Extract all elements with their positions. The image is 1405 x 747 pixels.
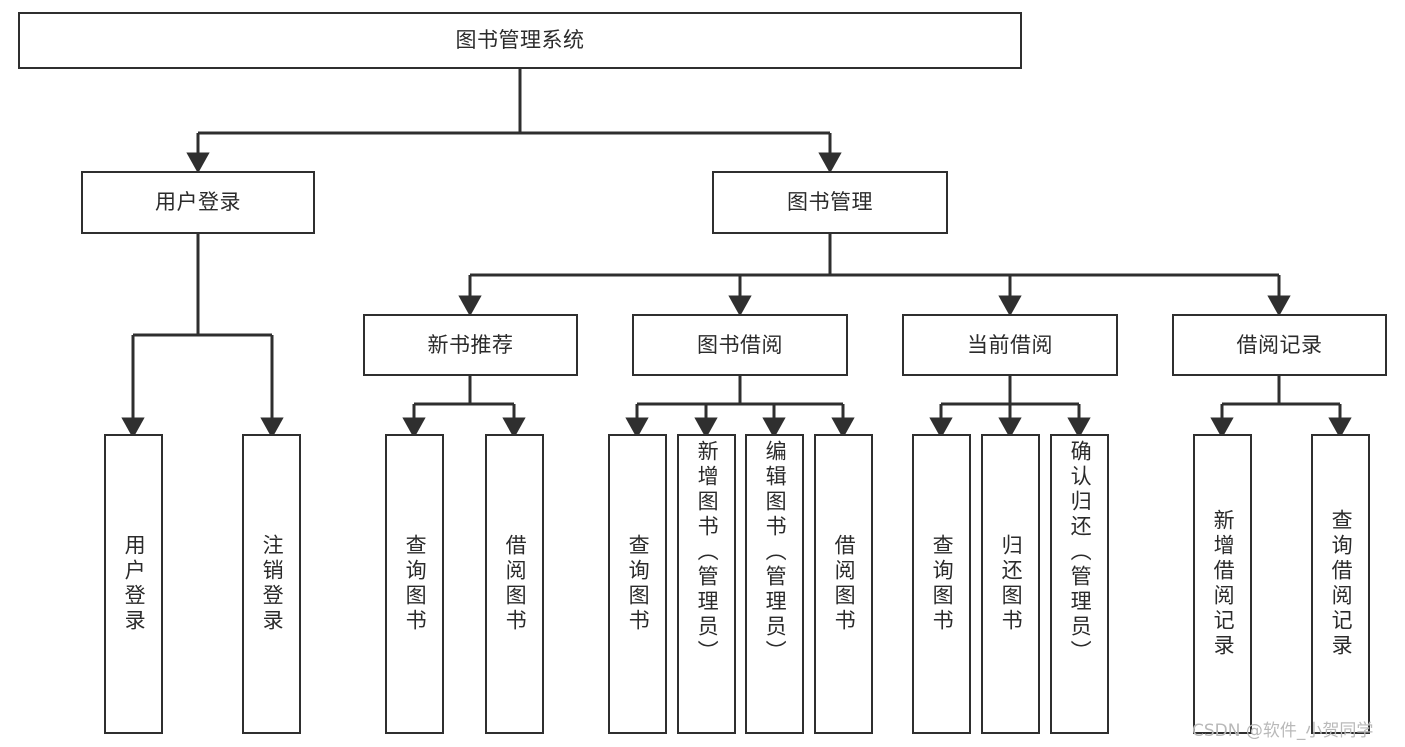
node-book-management[interactable]: 图书管理 [712,171,948,234]
leaf-borrow-edit-book-admin-label: 编辑图书（管理员） [763,440,788,665]
leaf-borrow-edit-book-admin[interactable]: 编辑图书（管理员） [745,434,804,734]
node-current-borrow[interactable]: 当前借阅 [902,314,1118,376]
node-borrow-records-label: 借阅记录 [1236,332,1323,357]
node-new-book-recommend-label: 新书推荐 [427,332,514,357]
leaf-current-confirm-return-admin[interactable]: 确认归还（管理员） [1050,434,1109,734]
leaf-new-book-borrow-book[interactable]: 借阅图书 [485,434,544,734]
node-user-login-label: 用户登录 [155,190,241,215]
leaf-new-book-query-book[interactable]: 查询图书 [385,434,444,734]
leaf-records-add-record[interactable]: 新增借阅记录 [1193,434,1252,734]
leaf-borrow-add-book-admin[interactable]: 新增图书（管理员） [677,434,736,734]
leaf-new-book-query-book-label: 查询图书 [403,534,428,634]
leaf-current-return-book[interactable]: 归还图书 [981,434,1040,734]
leaf-current-query-book[interactable]: 查询图书 [912,434,971,734]
node-book-borrow[interactable]: 图书借阅 [632,314,848,376]
leaf-user-login-signin[interactable]: 用户登录 [104,434,163,734]
leaf-records-query-record[interactable]: 查询借阅记录 [1311,434,1370,734]
node-current-borrow-label: 当前借阅 [967,332,1053,357]
leaf-user-login-signout[interactable]: 注销登录 [242,434,301,734]
leaf-current-return-book-label: 归还图书 [999,534,1024,634]
leaf-records-query-record-label: 查询借阅记录 [1329,509,1354,659]
leaf-records-add-record-label: 新增借阅记录 [1211,509,1236,659]
leaf-current-query-book-label: 查询图书 [930,534,955,634]
leaf-user-login-signin-label: 用户登录 [122,534,147,634]
csdn-watermark: CSDN @软件_小贺同学 [1192,721,1374,741]
node-new-book-recommend[interactable]: 新书推荐 [363,314,578,376]
leaf-borrow-borrow-book-label: 借阅图书 [832,534,857,634]
leaf-user-login-signout-label: 注销登录 [260,534,285,634]
node-root-system[interactable]: 图书管理系统 [18,12,1022,69]
leaf-borrow-query-book[interactable]: 查询图书 [608,434,667,734]
leaf-current-confirm-return-admin-label: 确认归还（管理员） [1068,440,1093,665]
node-book-borrow-label: 图书借阅 [697,332,783,357]
node-book-management-label: 图书管理 [787,190,873,215]
node-user-login[interactable]: 用户登录 [81,171,315,234]
node-borrow-records[interactable]: 借阅记录 [1172,314,1387,376]
leaf-borrow-add-book-admin-label: 新增图书（管理员） [695,440,720,665]
leaf-new-book-borrow-book-label: 借阅图书 [503,534,528,634]
leaf-borrow-borrow-book[interactable]: 借阅图书 [814,434,873,734]
node-root-system-label: 图书管理系统 [455,28,585,53]
leaf-borrow-query-book-label: 查询图书 [626,534,651,634]
